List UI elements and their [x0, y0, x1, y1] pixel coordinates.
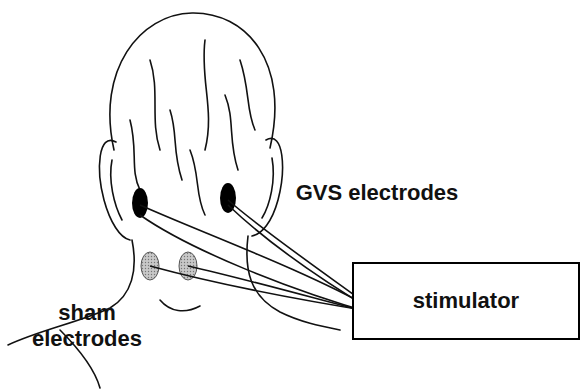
box-text: stimulator [413, 288, 519, 313]
stimulator-box: stimulator [352, 262, 580, 340]
electrode-label: sham electrodes [12, 300, 162, 353]
electrode-label: GVS electrodes [272, 180, 482, 206]
